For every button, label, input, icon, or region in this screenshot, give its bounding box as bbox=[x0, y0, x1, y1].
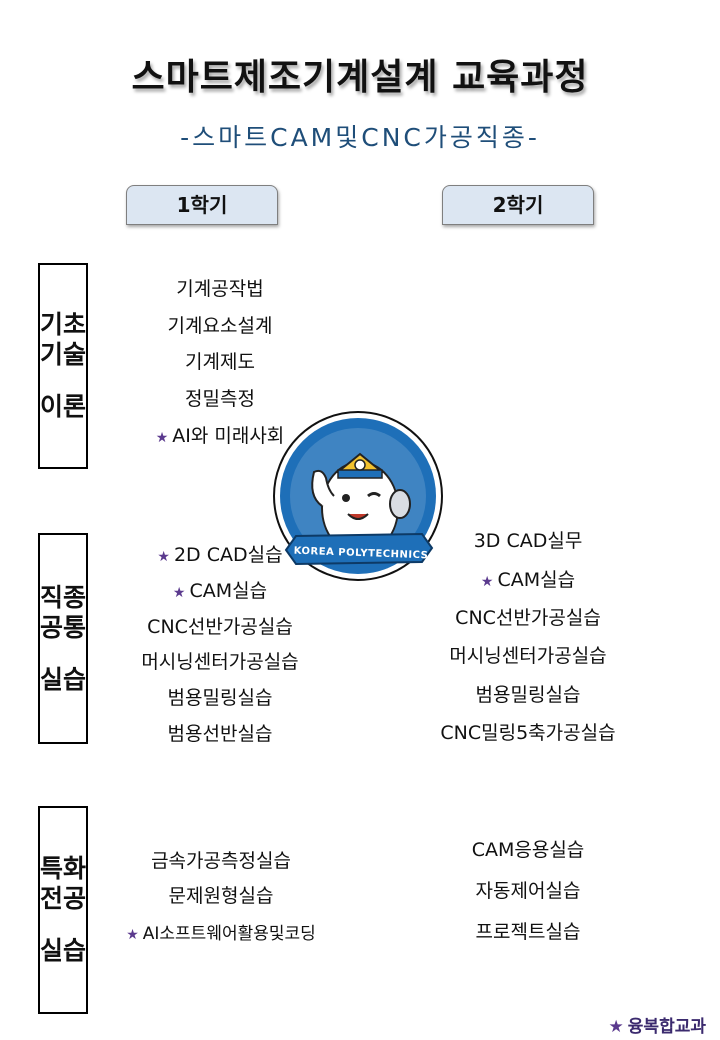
special-sem1-list: 금속가공측정실습 문제원형실습 ★AI소프트웨어활용및코딩 bbox=[96, 846, 346, 956]
course-item: 프로젝트실습 bbox=[475, 921, 581, 943]
course-item: ★CAM실습 bbox=[480, 569, 576, 591]
course-item: 기계요소설계 bbox=[167, 315, 273, 337]
course-item: 범용선반실습 bbox=[167, 723, 273, 745]
star-icon: ★ bbox=[126, 927, 139, 943]
course-item: 금속가공측정실습 bbox=[151, 850, 291, 872]
semester-1-header: 1학기 bbox=[126, 185, 278, 225]
special-sem2-list: CAM응용실습 자동제어실습 프로젝트실습 bbox=[410, 835, 646, 945]
course-item: CNC선반가공실습 bbox=[147, 616, 293, 638]
star-icon: ★ bbox=[608, 1017, 624, 1037]
course-item: 머시닝센터가공실습 bbox=[449, 645, 607, 667]
category-basic-theory: 기초기술 이론 bbox=[38, 263, 88, 469]
course-item: ★CAM실습 bbox=[172, 580, 268, 602]
common-sem2-list: 3D CAD실무 ★CAM실습 CNC선반가공실습 머시닝센터가공실습 범용밀링… bbox=[400, 526, 656, 746]
page-title: 스마트제조기계설계 교육과정 bbox=[131, 57, 589, 98]
category-special-practice: 특화전공 실습 bbox=[38, 806, 88, 1014]
semester-2-header: 2학기 bbox=[442, 185, 594, 225]
star-icon: ★ bbox=[157, 549, 170, 565]
category-special-line1: 특화전공 bbox=[40, 854, 87, 913]
course-item: 3D CAD실무 bbox=[473, 530, 583, 552]
star-icon: ★ bbox=[172, 585, 186, 601]
korea-polytechnics-logo bbox=[273, 411, 443, 581]
course-item: 기계제도 bbox=[185, 351, 255, 373]
course-item: 범용밀링실습 bbox=[167, 687, 273, 709]
course-item: 기계공작법 bbox=[176, 278, 264, 300]
category-basic-line2: 이론 bbox=[40, 392, 87, 421]
course-item: 자동제어실습 bbox=[475, 880, 581, 902]
course-item: 범용밀링실습 bbox=[475, 684, 581, 706]
category-special-line2: 실습 bbox=[40, 936, 87, 965]
course-item: ★AI와 미래사회 bbox=[155, 425, 285, 447]
course-item: 머시닝센터가공실습 bbox=[141, 651, 299, 673]
common-sem1-list: ★2D CAD실습 ★CAM실습 CNC선반가공실습 머시닝센터가공실습 범용밀… bbox=[100, 540, 340, 750]
legend-label: 융복합교과 bbox=[627, 1017, 706, 1037]
course-item: CNC선반가공실습 bbox=[455, 607, 601, 629]
course-item: ★2D CAD실습 bbox=[157, 544, 283, 566]
course-item: CNC밀링5축가공실습 bbox=[440, 722, 616, 744]
page-subtitle: -스마트CAM및CNC가공직종- bbox=[180, 123, 540, 152]
course-item: ★AI소프트웨어활용및코딩 bbox=[126, 924, 316, 944]
star-icon: ★ bbox=[480, 574, 494, 590]
category-common-practice: 직종공통 실습 bbox=[38, 533, 88, 744]
course-item: 정밀측정 bbox=[185, 388, 255, 410]
star-icon: ★ bbox=[155, 430, 169, 446]
category-common-line2: 실습 bbox=[40, 664, 87, 694]
category-basic-line1: 기초기술 bbox=[40, 310, 87, 369]
legend: ★융복합교과 bbox=[609, 1012, 706, 1037]
basic-sem1-list: 기계공작법 기계요소설계 기계제도 정밀측정 ★AI와 미래사회 bbox=[100, 274, 340, 454]
category-common-line1: 직종공통 bbox=[40, 582, 87, 642]
course-item: 문제원형실습 bbox=[168, 885, 274, 907]
course-item: CAM응용실습 bbox=[471, 839, 585, 861]
